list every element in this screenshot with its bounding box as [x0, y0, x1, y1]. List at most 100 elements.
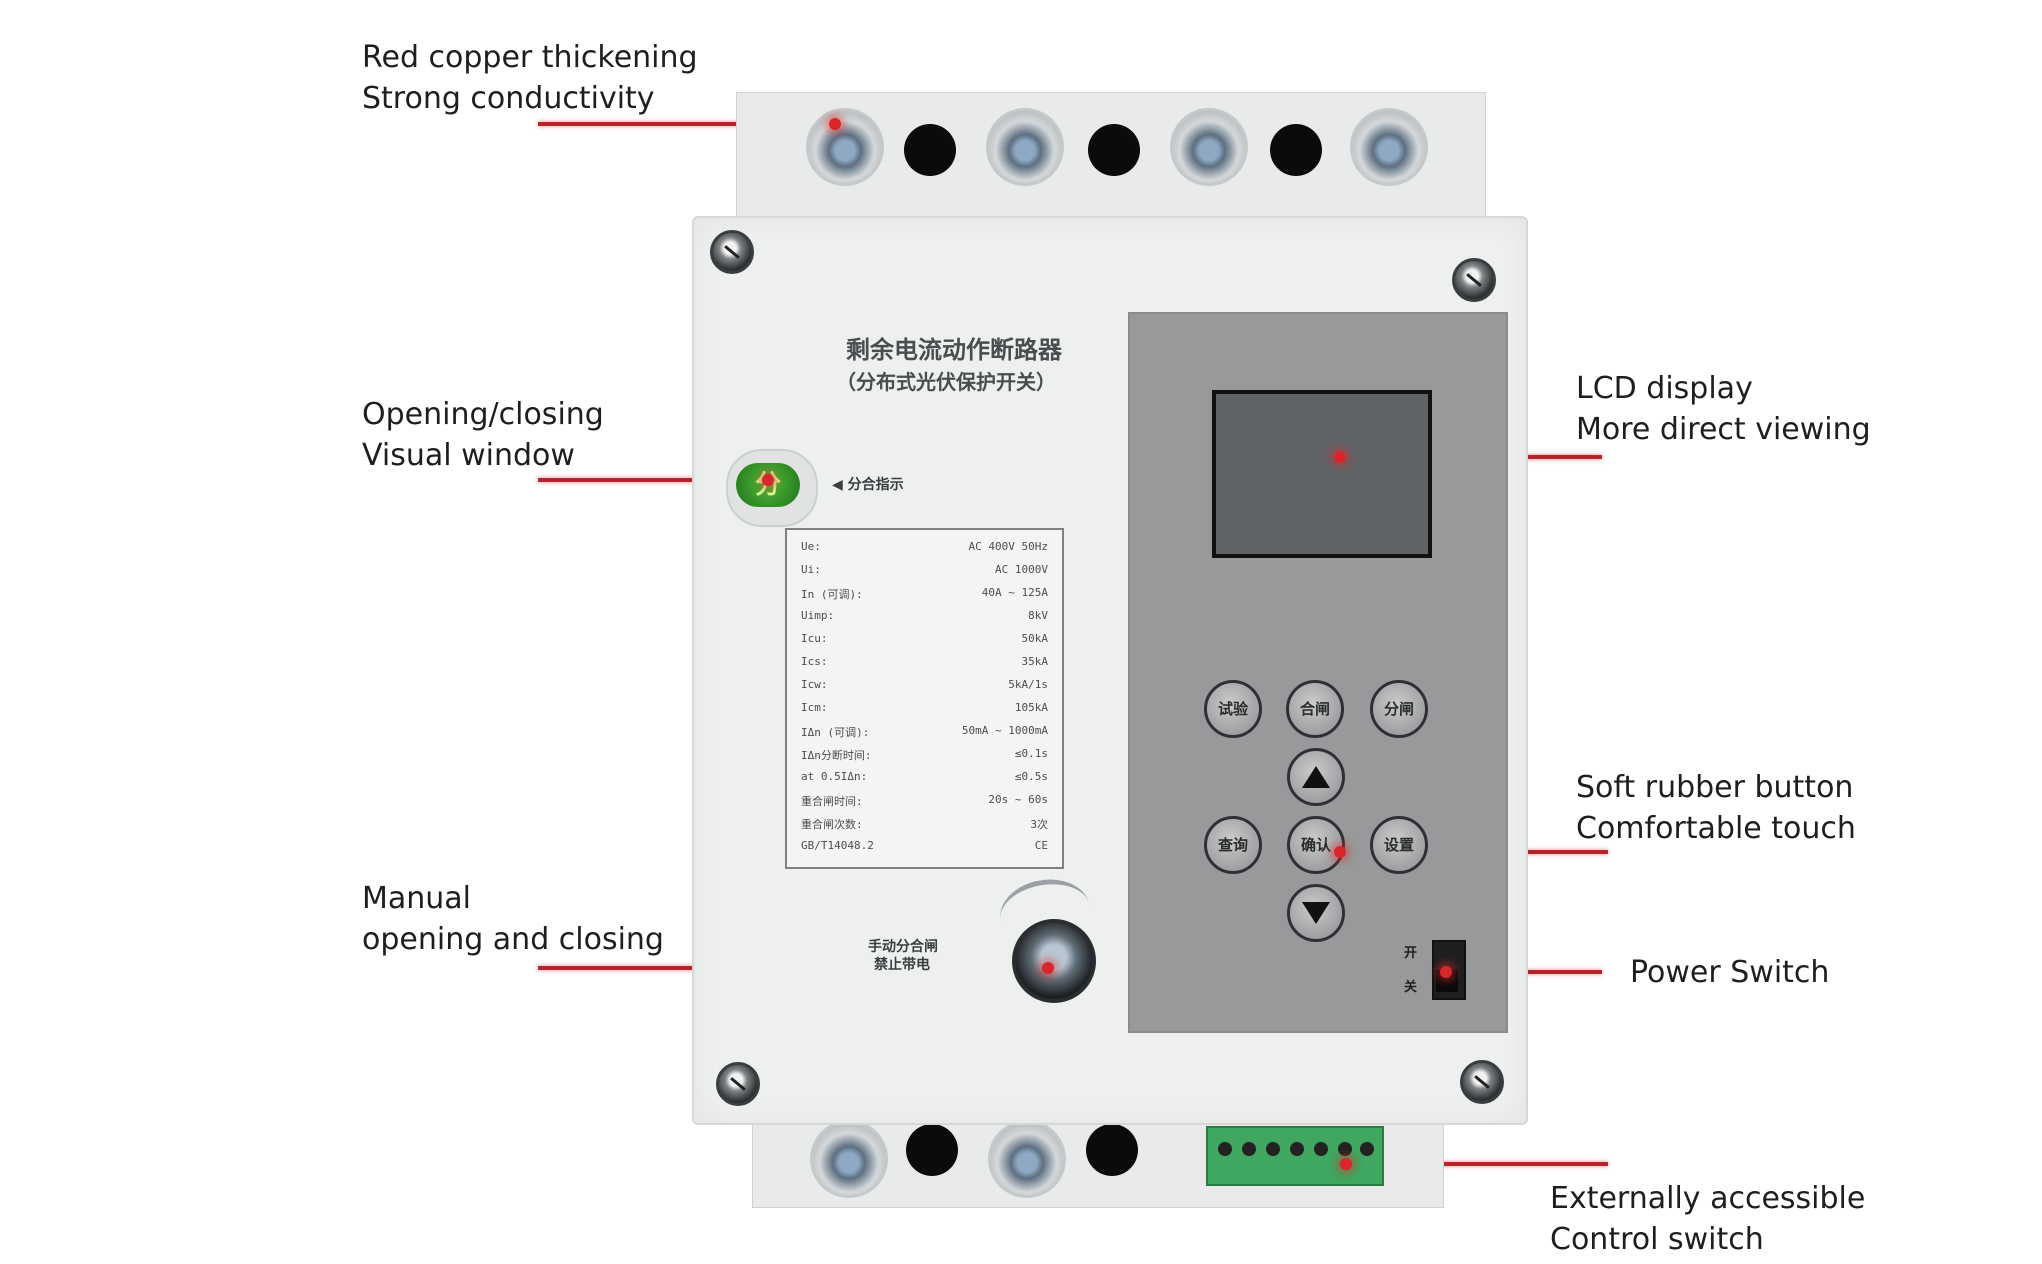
terminal-pin	[1314, 1142, 1328, 1156]
leader-dot-manual	[1042, 962, 1054, 974]
terminal-pin	[1360, 1142, 1374, 1156]
plate-row-value: AC 400V 50Hz	[968, 540, 1048, 553]
plate-row-label: Icm:	[801, 701, 828, 714]
rating-nameplate: Ue: AC 400V 50Hz Ui: AC 1000V In (可调): 40A …	[785, 528, 1064, 869]
label-soft-button: Soft rubber button Comfortable touch	[1576, 767, 1856, 849]
plate-row-value: 105kA	[1014, 701, 1048, 714]
plate-row-label: IΔn (可调):	[801, 726, 870, 739]
label-soft-button-line1: Soft rubber button	[1576, 770, 1854, 805]
label-power-switch-line1: Power Switch	[1630, 955, 1830, 990]
open-button[interactable]: 分闸	[1370, 680, 1428, 738]
plate-row-value: ≤0.5s	[1014, 770, 1048, 783]
leader-dot-lcd	[1334, 451, 1346, 463]
close-button[interactable]: 合闸	[1286, 680, 1344, 738]
label-manual-line2: opening and closing	[362, 922, 664, 957]
plate-row-value: 50kA	[1021, 632, 1049, 645]
plate-row: at 0.5IΔn: ≤0.5s	[801, 770, 1048, 788]
plate-row-label: IΔn分断时间:	[801, 749, 872, 762]
leader-dot-window	[762, 474, 774, 486]
screw-bottom-right-icon	[1460, 1060, 1504, 1104]
terminal-pin	[1218, 1142, 1232, 1156]
leader-dot-button	[1334, 846, 1346, 858]
label-soft-button-line2: Comfortable touch	[1576, 811, 1856, 846]
plate-row-value: 20s ~ 60s	[988, 793, 1048, 806]
manual-note-1: 手动分合闸	[868, 939, 938, 955]
label-lcd-line1: LCD display	[1576, 371, 1753, 406]
bottom-copper-terminal-1	[810, 1120, 888, 1198]
plate-row: Ue: AC 400V 50Hz	[801, 540, 1048, 558]
plate-row-value: 35kA	[1021, 655, 1049, 668]
plate-row-value: 50mA ~ 1000mA	[961, 724, 1048, 737]
top-hole-3	[1270, 124, 1322, 176]
label-visual-window: Opening/closing Visual window	[362, 394, 604, 476]
up-button[interactable]	[1287, 748, 1345, 806]
arrow-up-icon	[1302, 766, 1330, 788]
leader-visual-window	[538, 478, 768, 482]
plate-row-value: CE	[1034, 839, 1048, 852]
label-external-control-line1: Externally accessible	[1550, 1181, 1866, 1216]
plate-row: 重合闸次数:3次	[801, 816, 1048, 834]
terminal-pin	[1338, 1142, 1352, 1156]
screw-top-left-icon	[710, 230, 754, 274]
query-button[interactable]: 查询	[1204, 816, 1262, 874]
plate-row-value: 40A ~ 125A	[981, 586, 1048, 599]
bottom-hole-1	[906, 1124, 958, 1176]
test-button[interactable]: 试验	[1204, 680, 1262, 738]
plate-row: In (可调): 40A ~ 125A	[801, 586, 1048, 604]
device-title-cn: 剩余电流动作断路器	[846, 336, 1062, 364]
label-red-copper-line2: Strong conductivity	[362, 81, 655, 116]
top-hole-1	[904, 124, 956, 176]
top-copper-terminal-3	[1170, 108, 1248, 186]
plate-row: 重合闸时间: 20s ~ 60s	[801, 793, 1048, 811]
label-visual-window-line1: Opening/closing	[362, 397, 604, 432]
plate-row-value: 8kV	[1028, 609, 1048, 622]
plate-row: Icw: 5kA/1s	[801, 678, 1048, 696]
switch-off-label: 关	[1404, 980, 1418, 995]
top-copper-terminal-2	[986, 108, 1064, 186]
terminal-pin	[1266, 1142, 1280, 1156]
plate-row: IΔn分断时间: ≤0.1s	[801, 747, 1048, 765]
terminal-pin	[1242, 1142, 1256, 1156]
down-button[interactable]	[1287, 884, 1345, 942]
plate-row: Ui: AC 1000V	[801, 563, 1048, 581]
top-hole-2	[1088, 124, 1140, 176]
set-button[interactable]: 设置	[1370, 816, 1428, 874]
label-lcd-line2: More direct viewing	[1576, 412, 1871, 447]
plate-row-label: In (可调):	[801, 588, 863, 601]
screw-top-right-icon	[1452, 258, 1496, 302]
plate-row-value: AC 1000V	[995, 563, 1048, 576]
switch-on-label: 开	[1404, 946, 1418, 961]
arrow-down-icon	[1302, 902, 1330, 924]
lcd-display	[1212, 390, 1432, 558]
device-subtitle-cn: （分布式光伏保护开关）	[836, 370, 1056, 394]
label-power-switch: Power Switch	[1630, 952, 1829, 993]
terminal-pin	[1290, 1142, 1304, 1156]
plate-row-label: Ue:	[801, 540, 821, 553]
plate-row: IΔn (可调): 50mA ~ 1000mA	[801, 724, 1048, 742]
plate-row-label: 重合闸时间:	[801, 795, 863, 808]
label-red-copper: Red copper thickening Strong conductivit…	[362, 37, 698, 119]
plate-row-value: ≤0.1s	[1014, 747, 1048, 760]
plate-row-label: Uimp:	[801, 609, 835, 622]
label-external-control-line2: Control switch	[1550, 1222, 1764, 1257]
top-copper-terminal-4	[1350, 108, 1428, 186]
plate-row-label: Ics:	[801, 655, 828, 668]
label-manual: Manual opening and closing	[362, 878, 664, 960]
plate-row-label: GB/T14048.2	[801, 839, 874, 852]
plate-row-value: 5kA/1s	[1008, 678, 1048, 691]
manual-operation-knob[interactable]	[1012, 919, 1096, 1003]
confirm-button[interactable]: 确认	[1287, 816, 1345, 874]
plate-row-label: Icw:	[801, 678, 828, 691]
screw-bottom-left-icon	[716, 1062, 760, 1106]
label-visual-window-line2: Visual window	[362, 438, 575, 473]
plate-row: Icu:50kA	[801, 632, 1048, 650]
plate-row-label: at 0.5IΔn:	[801, 770, 868, 783]
bottom-copper-terminal-2	[988, 1120, 1066, 1198]
external-control-terminal	[1206, 1126, 1384, 1186]
plate-row-label: Ui:	[801, 563, 821, 576]
plate-row-label: 重合闸次数:	[801, 818, 863, 831]
label-lcd: LCD display More direct viewing	[1576, 368, 1871, 450]
label-red-copper-line1: Red copper thickening	[362, 40, 698, 75]
leader-dot-copper	[829, 118, 841, 130]
leader-red-copper	[538, 122, 835, 126]
